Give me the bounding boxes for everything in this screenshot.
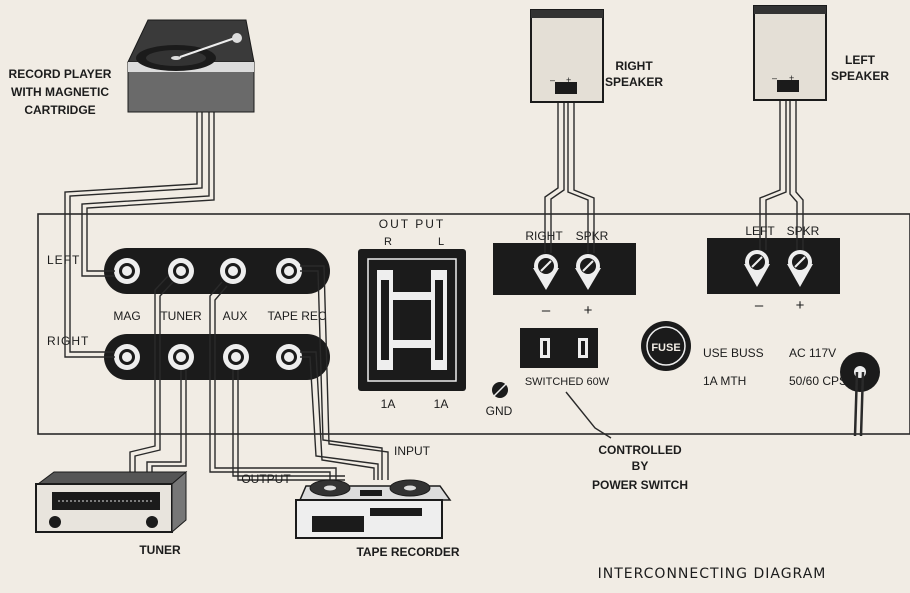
mth-label: 1A MTH bbox=[703, 374, 746, 388]
left-minus-sign: – bbox=[755, 297, 764, 314]
jack-label-tape-rec: TAPE REC bbox=[267, 309, 326, 323]
amplifier-rear-panel bbox=[37, 213, 910, 435]
fuse-holder bbox=[641, 321, 691, 371]
tuner-label: TUNER bbox=[139, 543, 181, 557]
right-minus-sign: – bbox=[542, 302, 551, 319]
controlled-label-3: POWER SWITCH bbox=[592, 478, 688, 492]
jack-right-mag bbox=[114, 344, 140, 370]
right-terminal-plus bbox=[575, 254, 601, 290]
fuse-text: FUSE bbox=[651, 342, 680, 354]
left-terminal-plus bbox=[787, 250, 813, 287]
svg-text:+: + bbox=[566, 75, 571, 85]
right-speaker-label-1: RIGHT bbox=[615, 59, 653, 73]
diagram-caption: INTERCONNECTING DIAGRAM bbox=[598, 566, 827, 582]
right-terminal-minus bbox=[533, 254, 559, 290]
jacks bbox=[114, 258, 302, 370]
right-spkr-label-spkr: SPKR bbox=[576, 229, 609, 243]
left-speaker-illustration: –+ bbox=[753, 5, 827, 101]
output-fuse-r: 1A bbox=[381, 397, 396, 411]
tape-output-label: OUTPUT bbox=[241, 472, 291, 486]
right-speaker-illustration: –+ bbox=[530, 9, 604, 103]
svg-text:–: – bbox=[772, 73, 777, 83]
svg-text:+: + bbox=[789, 73, 794, 83]
record-player-illustration bbox=[127, 19, 255, 113]
left-terminal-minus bbox=[744, 250, 770, 287]
jack-label-aux: AUX bbox=[223, 309, 248, 323]
right-plus-sign: + bbox=[584, 302, 593, 319]
right-speaker-terminal-block bbox=[493, 243, 636, 295]
left-channel-label: LEFT bbox=[47, 253, 80, 267]
left-plus-sign: + bbox=[796, 297, 805, 314]
jack-label-mag: MAG bbox=[113, 309, 140, 323]
svg-text:–: – bbox=[550, 75, 555, 85]
output-fuse-block bbox=[358, 249, 466, 391]
jack-left-mag bbox=[114, 258, 140, 284]
input-strip-left bbox=[104, 248, 330, 294]
record-player-label-1: RECORD PLAYER bbox=[9, 67, 112, 81]
ac-voltage-label: AC 117V bbox=[789, 346, 836, 360]
output-fuse-l: 1A bbox=[434, 397, 449, 411]
controlled-label-1: CONTROLLED bbox=[598, 443, 682, 457]
switched-outlet bbox=[520, 328, 598, 368]
use-buss-label: USE BUSS bbox=[703, 346, 764, 360]
output-l-label: L bbox=[438, 236, 444, 248]
output-r-label: R bbox=[384, 236, 392, 248]
gnd-label: GND bbox=[486, 404, 513, 418]
jack-left-tape bbox=[276, 258, 302, 284]
jack-right-aux bbox=[223, 344, 249, 370]
cps-label: 50/60 CPS bbox=[789, 374, 847, 388]
output-title: OUT PUT bbox=[379, 217, 445, 231]
record-player-label-2: WITH MAGNETIC bbox=[11, 85, 109, 99]
right-speaker-label-2: SPEAKER bbox=[605, 75, 663, 89]
jack-right-tuner bbox=[168, 344, 194, 370]
jack-right-tape bbox=[276, 344, 302, 370]
ac-power-cord bbox=[840, 352, 880, 437]
switched-label: SWITCHED 60W bbox=[525, 376, 610, 388]
tape-recorder-illustration bbox=[295, 479, 452, 539]
gnd-screw bbox=[492, 382, 508, 398]
tuner-illustration bbox=[35, 470, 188, 534]
jack-left-aux bbox=[220, 258, 246, 284]
left-speaker-label-1: LEFT bbox=[845, 53, 876, 67]
right-channel-label: RIGHT bbox=[47, 334, 89, 348]
tape-input-label: INPUT bbox=[394, 444, 431, 458]
record-player-label-3: CARTRIDGE bbox=[24, 103, 95, 117]
left-speaker-label-2: SPEAKER bbox=[831, 69, 889, 83]
jack-left-tuner bbox=[168, 258, 194, 284]
tape-recorder-label: TAPE RECORDER bbox=[356, 545, 459, 559]
jack-label-tuner: TUNER bbox=[160, 309, 202, 323]
controlled-label-2: BY bbox=[632, 459, 649, 473]
left-speaker-terminal-block bbox=[707, 238, 840, 294]
cables bbox=[64, 95, 804, 481]
